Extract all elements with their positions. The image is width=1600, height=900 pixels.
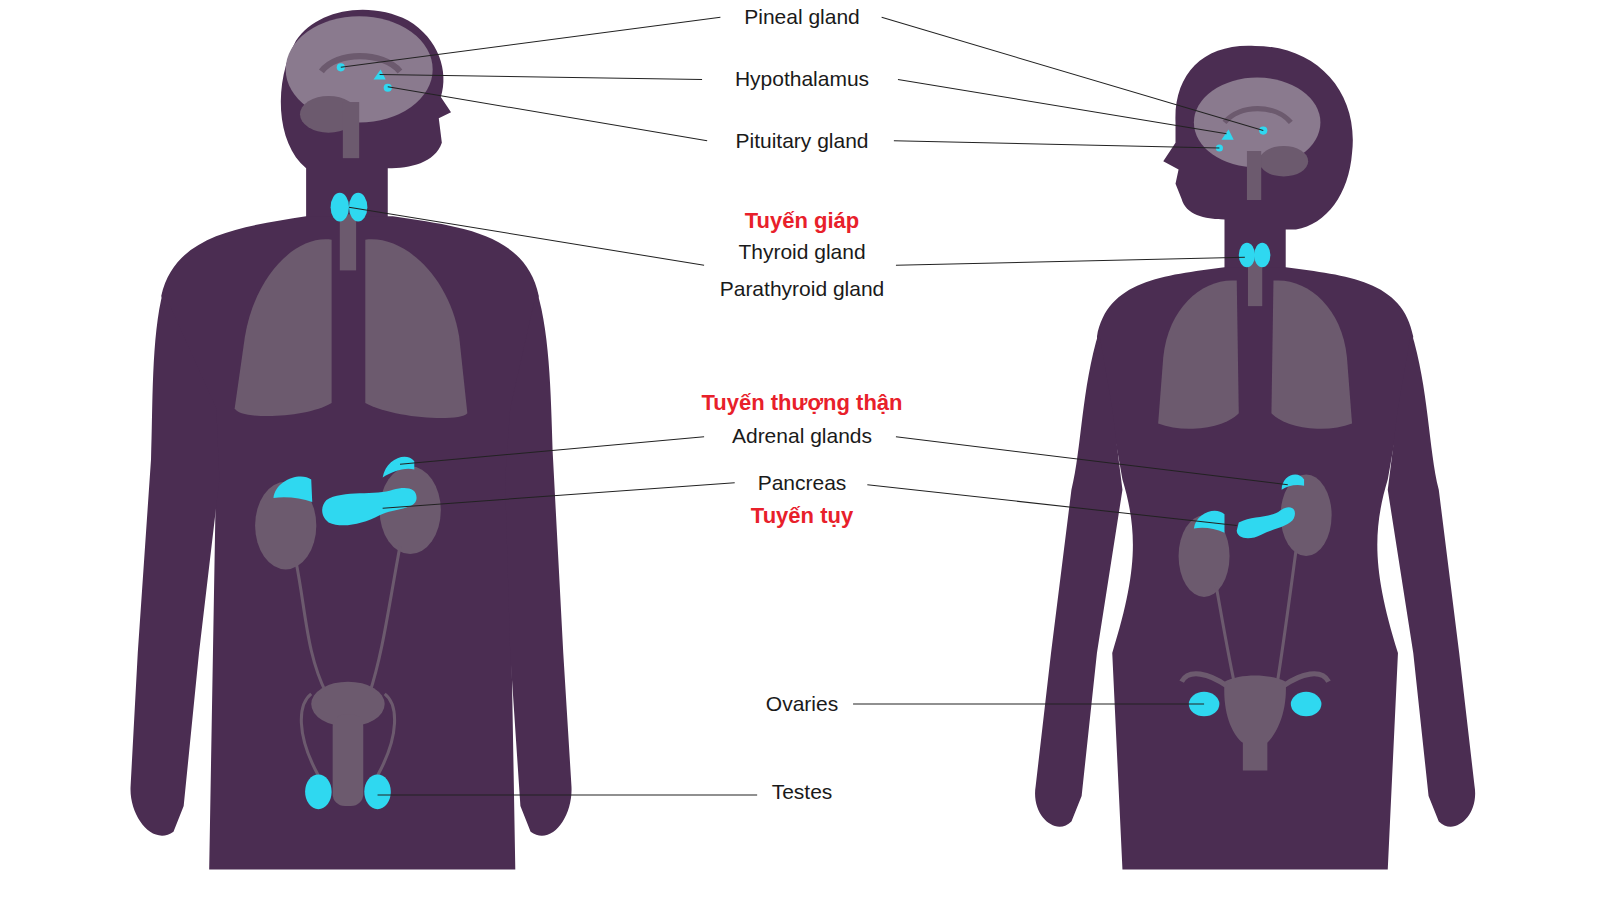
adrenal-gland [383,457,415,478]
brain-stem [343,102,359,158]
ovary [1291,692,1322,716]
gland-label: Pineal gland [740,4,864,29]
male-arm [505,291,571,836]
lung [365,239,467,418]
adrenal-gland [273,476,312,502]
testis [364,774,391,809]
gland-label: Hypothalamus [731,66,873,91]
vietnamese-label: Tuyến giáp [741,208,864,234]
gland-label: Ovaries [762,691,842,716]
leader-line [896,257,1245,265]
cerebellum [1259,146,1308,177]
gland-label: Pancreas [754,470,851,495]
testis [305,774,332,809]
leader-line [894,141,1220,148]
brain-stem [1247,151,1261,200]
leader-line [400,437,704,465]
vietnamese-label: Tuyến tụy [747,503,857,529]
hypothalamus-shape [1221,130,1233,140]
pancreas [1237,507,1295,538]
lung [1158,280,1239,428]
leader-line [341,17,721,67]
adrenal-gland [1282,475,1304,490]
lung [235,239,332,416]
male-head [281,10,451,220]
male-figure [130,10,571,870]
leader-line [882,17,1264,130]
fallopian-tube [1182,674,1329,686]
thyroid-lobe [1254,243,1270,267]
corpus-callosum [1224,109,1290,123]
gland-label: Parathyroid gland [716,276,889,301]
ureter [1216,551,1296,694]
leader-lines [341,17,1288,795]
penis [333,714,364,806]
leader-line [383,483,735,509]
corpus-callosum [321,56,400,71]
lung [1271,280,1352,428]
ureter [296,546,400,694]
leader-line [867,485,1236,526]
male-torso [161,216,539,869]
gland-label: Adrenal glands [728,423,876,448]
female-figure [1035,46,1475,870]
leader-line [896,437,1288,485]
female-arm [1388,332,1475,827]
pituitary-dot [384,84,392,92]
trachea [340,214,356,270]
gland-label: Testes [768,779,837,804]
gland-label: Thyroid gland [734,239,869,264]
leader-line [388,87,707,141]
gland-label: Pituitary gland [731,128,872,153]
leader-line [380,74,702,79]
female-head [1163,46,1353,274]
female-organs [1158,78,1352,771]
leader-line [898,80,1227,134]
male-organs [235,16,468,809]
thyroid-lobe [1239,243,1255,267]
female-torso [1097,267,1413,869]
leader-line [349,207,704,265]
thyroid-lobe [331,193,349,222]
male-arm [130,291,219,836]
pineal-dot [1259,127,1267,135]
uterus [1224,676,1286,771]
trachea [1248,260,1262,306]
leader-line [853,704,1204,705]
leader-line [378,794,758,795]
female-arm [1035,332,1122,827]
vietnamese-label: Tuyến thượng thận [697,390,906,416]
